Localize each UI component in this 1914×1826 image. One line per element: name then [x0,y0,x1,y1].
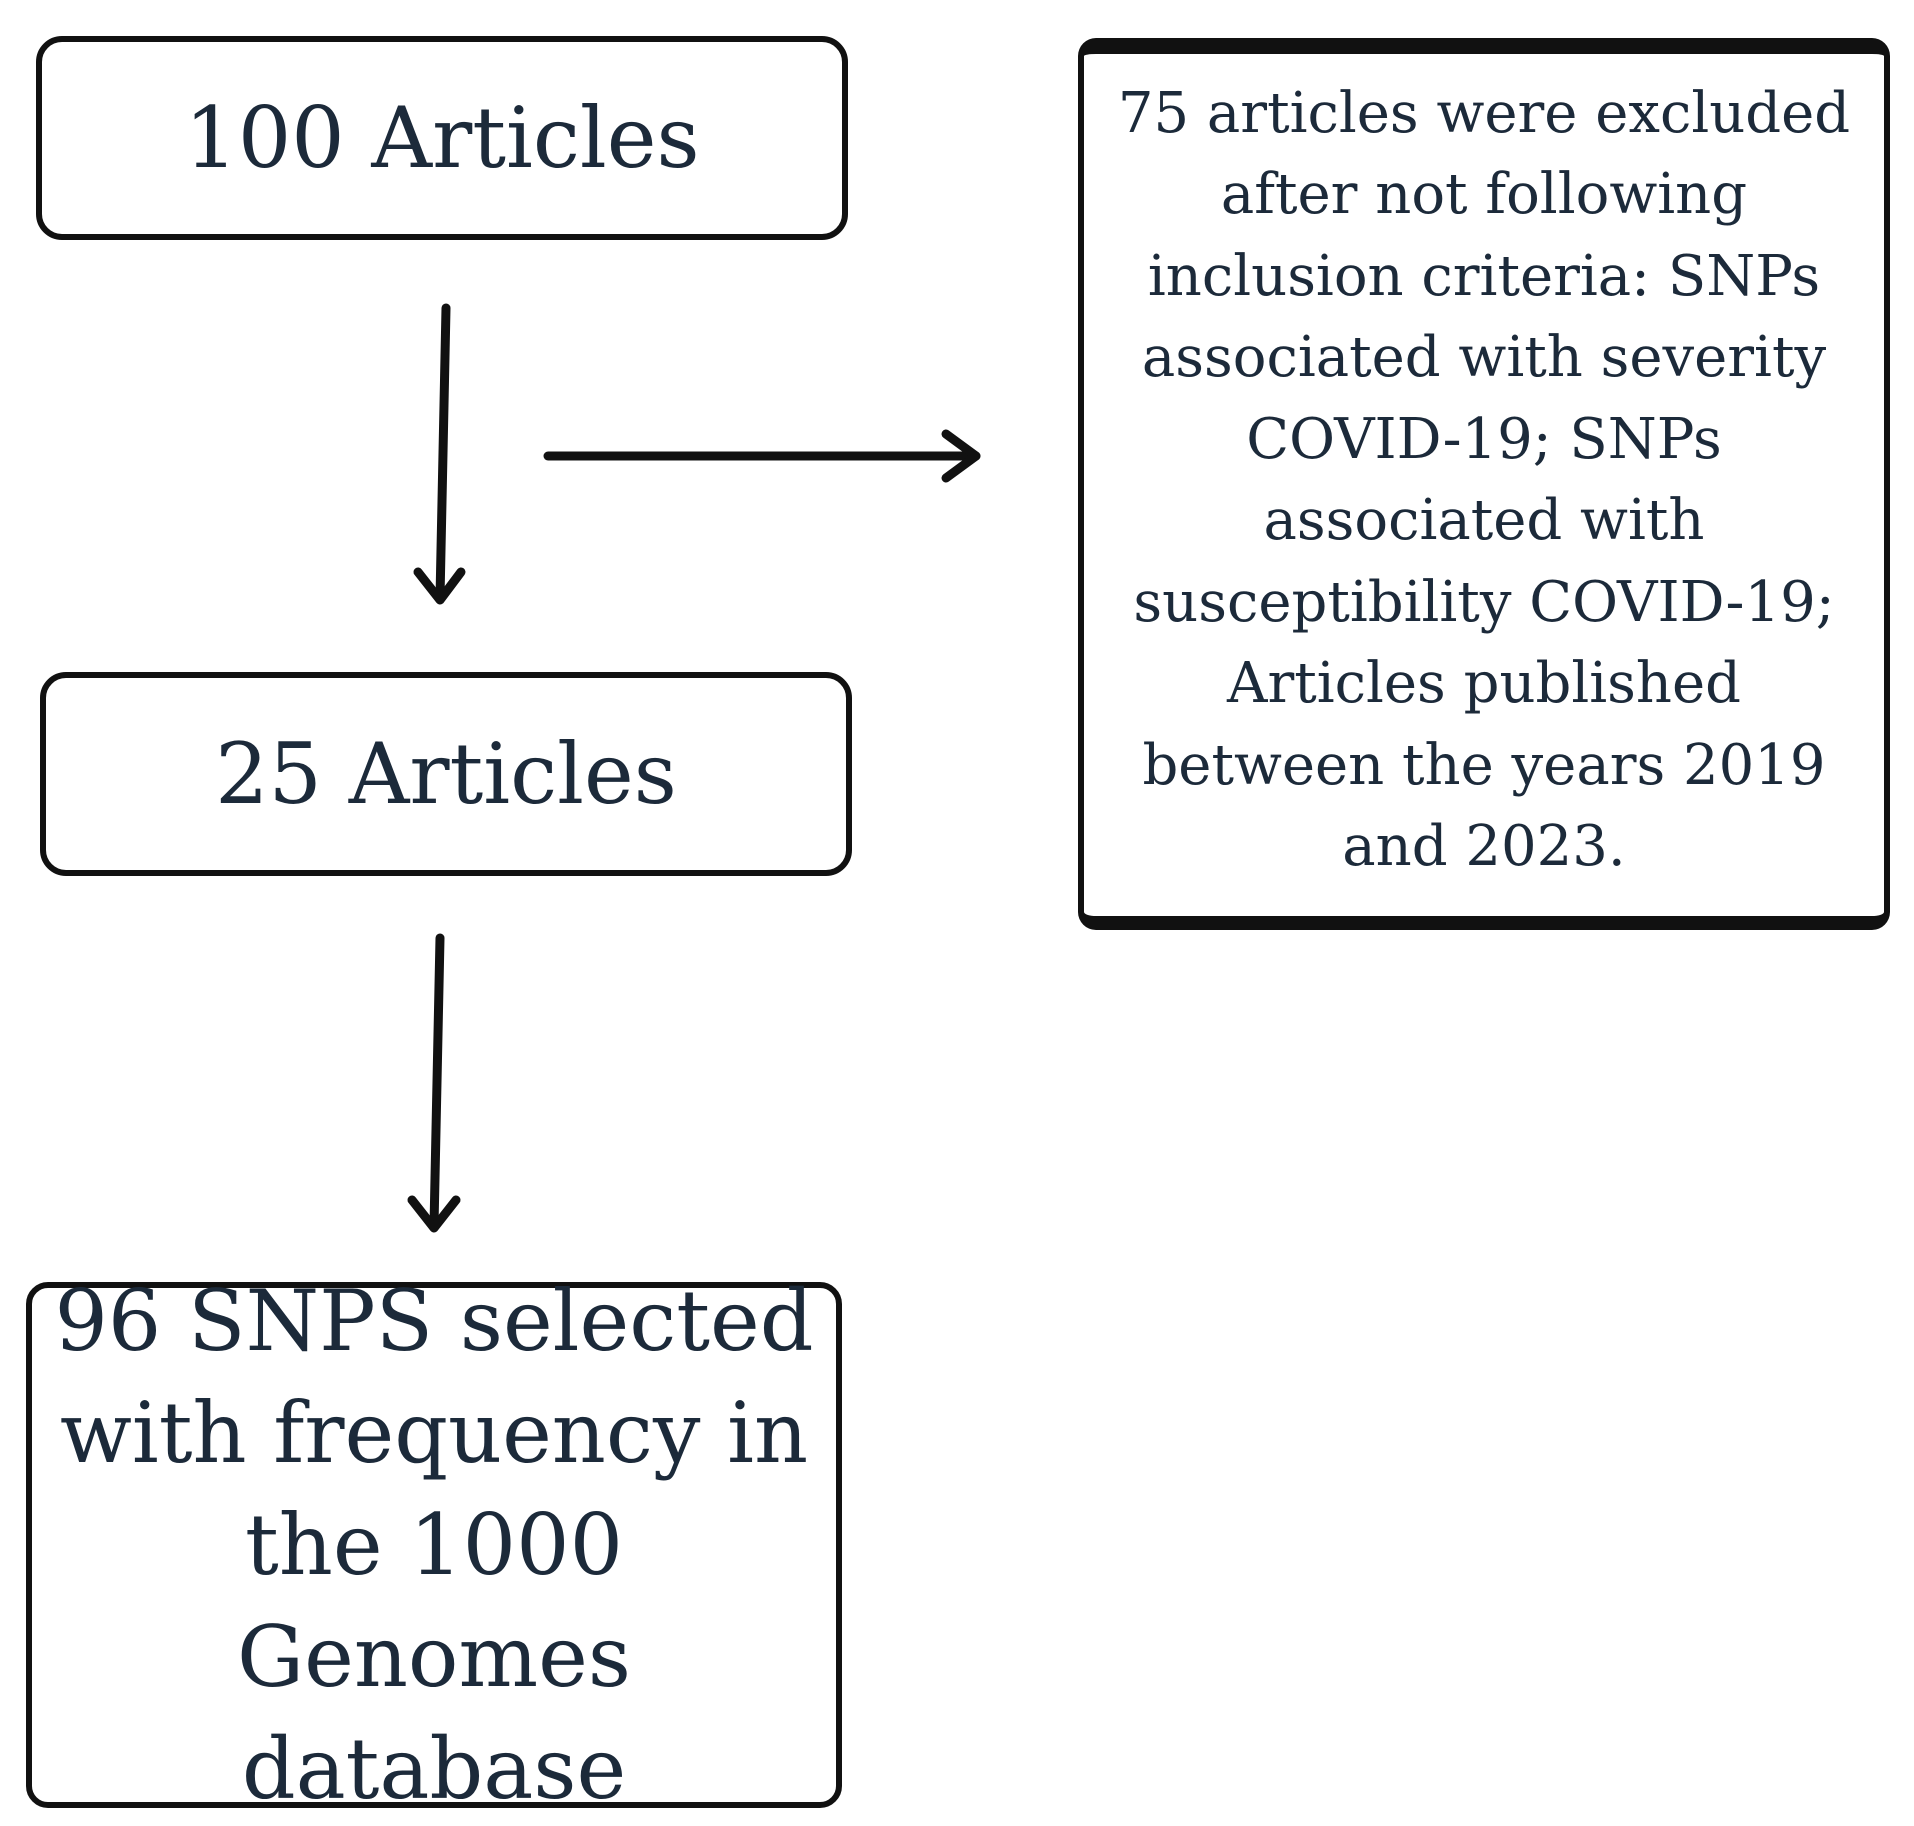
node-100-articles: 100 Articles [36,36,848,240]
node-excluded-label: 75 articles were excluded after not foll… [1117,80,1851,880]
arrow-25-to-96 [407,933,461,1233]
node-excluded-articles: 75 articles were excluded after not foll… [1078,38,1890,930]
arrow-100-to-25 [413,303,466,605]
node-100-articles-label: 100 Articles [184,88,700,187]
node-96-snps-label: 96 SNPS selected with frequency in the 1… [54,1272,814,1818]
node-96-snps-selected: 96 SNPS selected with frequency in the 1… [26,1272,842,1818]
node-25-articles: 25 Articles [40,672,852,876]
node-25-articles-label: 25 Articles [215,724,677,823]
arrow-to-excluded [543,429,981,483]
